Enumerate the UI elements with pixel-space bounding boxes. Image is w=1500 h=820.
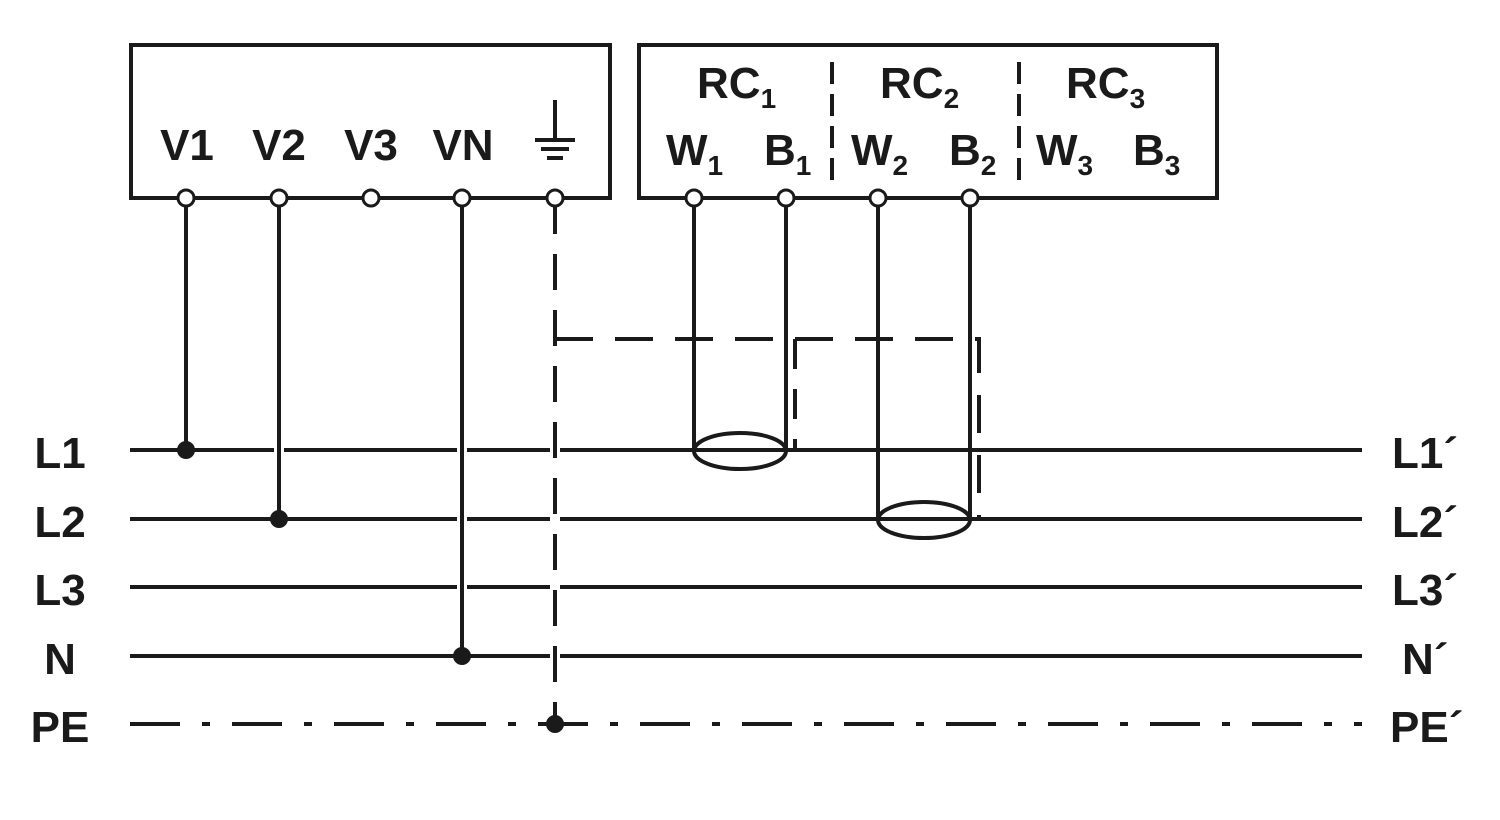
label-pe: PE (31, 703, 90, 752)
label-l2-out: L2´ (1392, 498, 1458, 547)
terminal-label-v3: V3 (344, 121, 398, 170)
w2-label: W2 (851, 126, 908, 181)
label-l2: L2 (34, 498, 85, 547)
label-l3-out: L3´ (1392, 566, 1458, 615)
rc3-label: RC3 (1066, 59, 1145, 114)
current-transformer-1 (692, 431, 788, 471)
b2-label: B2 (949, 126, 996, 181)
label-l1: L1 (34, 429, 85, 478)
w1-label: W1 (666, 126, 723, 181)
label-l1-out: L1´ (1392, 429, 1458, 478)
label-n-out: N´ (1402, 635, 1448, 684)
junction-dots (177, 441, 564, 733)
b3-label: B3 (1133, 126, 1180, 181)
label-l3: L3 (34, 566, 85, 615)
shield-dashed (555, 337, 981, 519)
terminal-label-v1: V1 (160, 121, 214, 170)
b1-label: B1 (764, 126, 811, 181)
crossing-gaps (274, 443, 560, 663)
rc1-label: RC1 (697, 59, 776, 114)
residual-current-box (637, 43, 1219, 200)
terminal-label-vn: VN (432, 121, 493, 170)
label-pe-out: PE´ (1390, 703, 1463, 752)
terminals (176, 188, 980, 208)
label-n: N (44, 635, 76, 684)
ground-icon (535, 100, 575, 160)
terminal-label-v2: V2 (252, 121, 306, 170)
rc2-label: RC2 (880, 59, 959, 114)
w3-label: W3 (1036, 126, 1093, 181)
current-transformer-2 (876, 500, 972, 540)
